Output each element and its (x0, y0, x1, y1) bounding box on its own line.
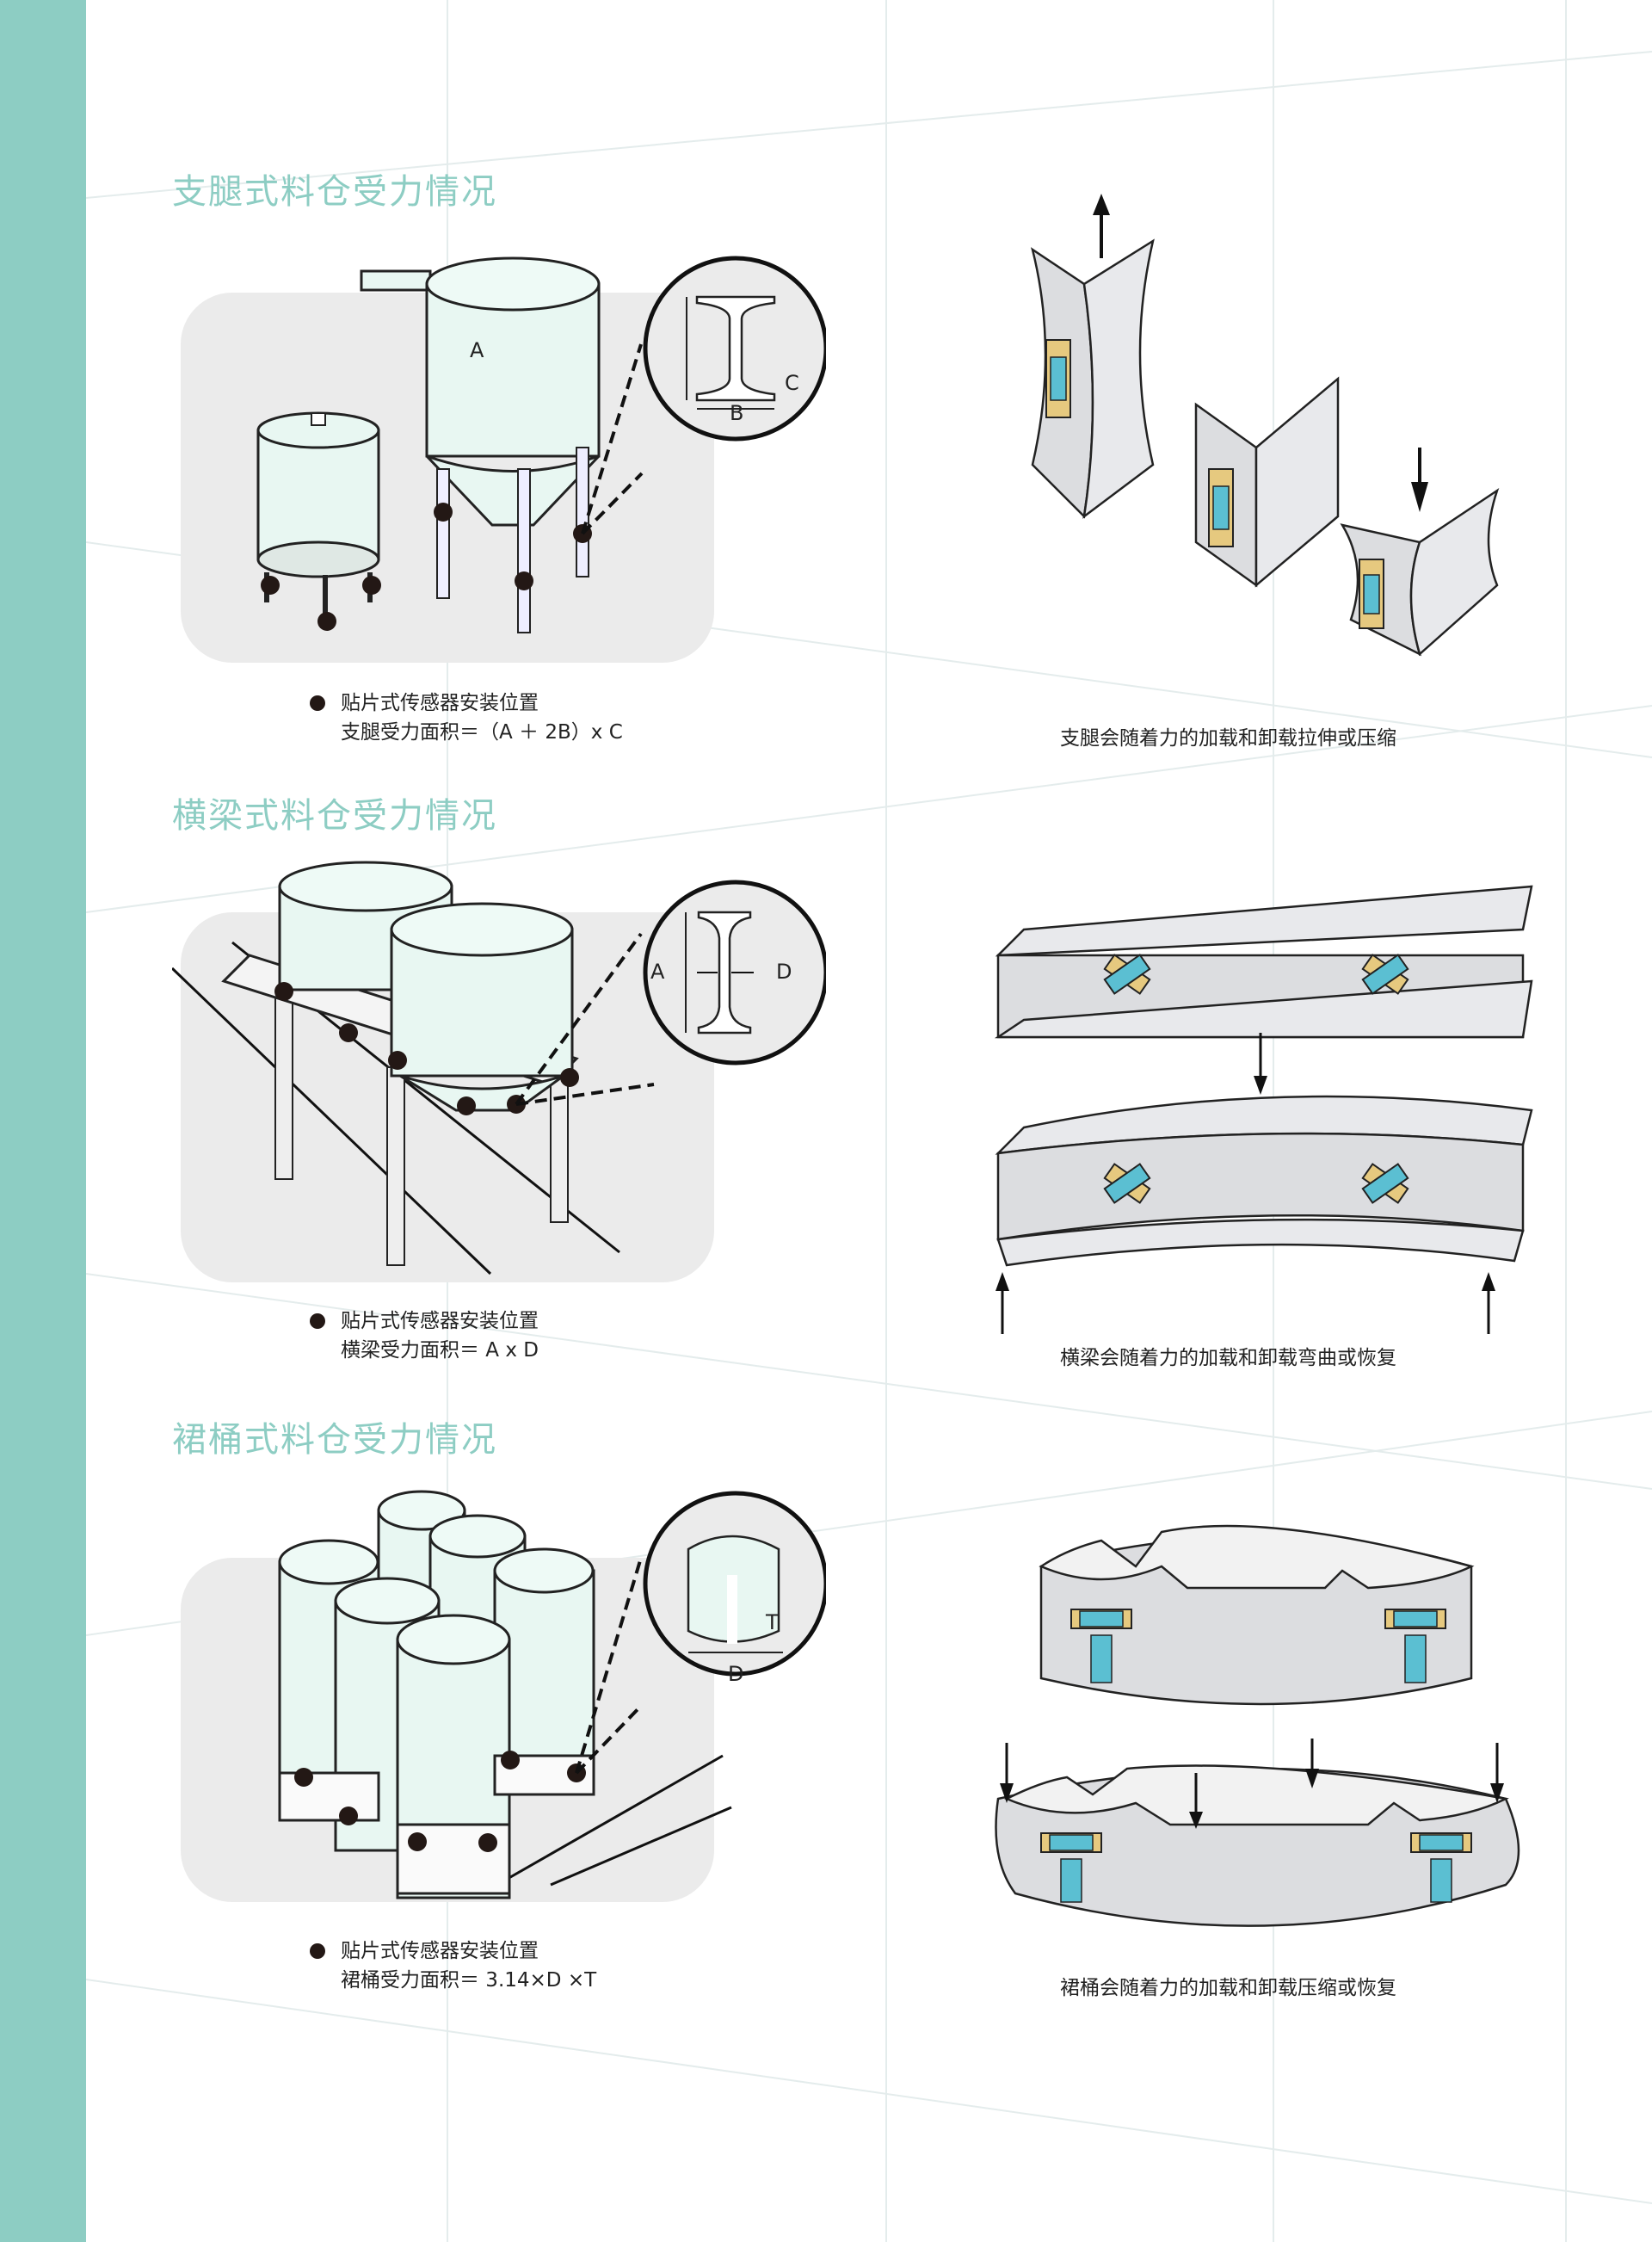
section-title-leg: 支腿式料仓受力情况 (172, 172, 497, 212)
neutral-leg (1194, 376, 1340, 588)
caption-skirt: 贴片式传感器安装位置 裙桶受力面积＝ 3.14×D ×T (310, 1936, 596, 1995)
area-formula: 裙桶受力面积＝ 3.14×D ×T (341, 1969, 597, 1992)
detail-label-a: A (470, 338, 484, 362)
bent-beam (995, 1033, 1533, 1334)
sensor-position-label: 贴片式传感器安装位置 (341, 692, 539, 714)
detail-label-a-beam: A (650, 960, 665, 984)
sensor-marker-dot (310, 695, 325, 711)
sensor-marker-dot (310, 1943, 325, 1959)
detail-label-t: T (766, 1610, 779, 1634)
area-formula: 支腿受力面积＝（A ＋ 2B）x C (341, 721, 623, 744)
left-accent-bar (0, 0, 86, 2242)
ring-neutral (1039, 1524, 1475, 1706)
section-title-skirt: 裙桶式料仓受力情况 (172, 1420, 497, 1460)
sensor-marker-dot (310, 1313, 325, 1329)
section-title-beam: 横梁式料仓受力情况 (172, 796, 497, 836)
leg-deformation-illustration (1031, 194, 1500, 657)
caption-leg: 贴片式传感器安装位置 支腿受力面积＝（A ＋ 2B）x C (310, 689, 623, 747)
leg-silo-illustration (181, 256, 826, 663)
compressed-leg (1340, 448, 1500, 657)
detail-label-d-beam: D (776, 960, 792, 984)
beam-silo-illustration (172, 861, 826, 1282)
straight-beam (994, 885, 1533, 1039)
detail-label-d-skirt: D (728, 1662, 744, 1686)
beam-deformation-illustration (994, 885, 1533, 1334)
sensor-position-label: 贴片式传感器安装位置 (341, 1940, 539, 1962)
area-formula: 横梁受力面积＝ A x D (341, 1339, 539, 1362)
detail-label-c: C (785, 371, 799, 395)
right-caption-leg: 支腿会随着力的加载和卸载拉伸或压缩 (1060, 727, 1396, 750)
stretched-leg (1031, 194, 1155, 519)
small-tank (256, 411, 380, 624)
caption-beam: 贴片式传感器安装位置 横梁受力面积＝ A x D (310, 1306, 539, 1365)
ring-compressed (995, 1739, 1520, 1927)
detail-label-b: B (730, 401, 744, 425)
sensor-position-label: 贴片式传感器安装位置 (341, 1310, 539, 1332)
skirt-deformation-illustration (995, 1524, 1520, 1927)
right-caption-skirt: 裙桶会随着力的加载和卸载压缩或恢复 (1060, 1977, 1396, 1999)
big-silo (360, 256, 601, 633)
skirt-silo-illustration (181, 1490, 826, 1902)
right-caption-beam: 横梁会随着力的加载和卸载弯曲或恢复 (1060, 1347, 1396, 1369)
